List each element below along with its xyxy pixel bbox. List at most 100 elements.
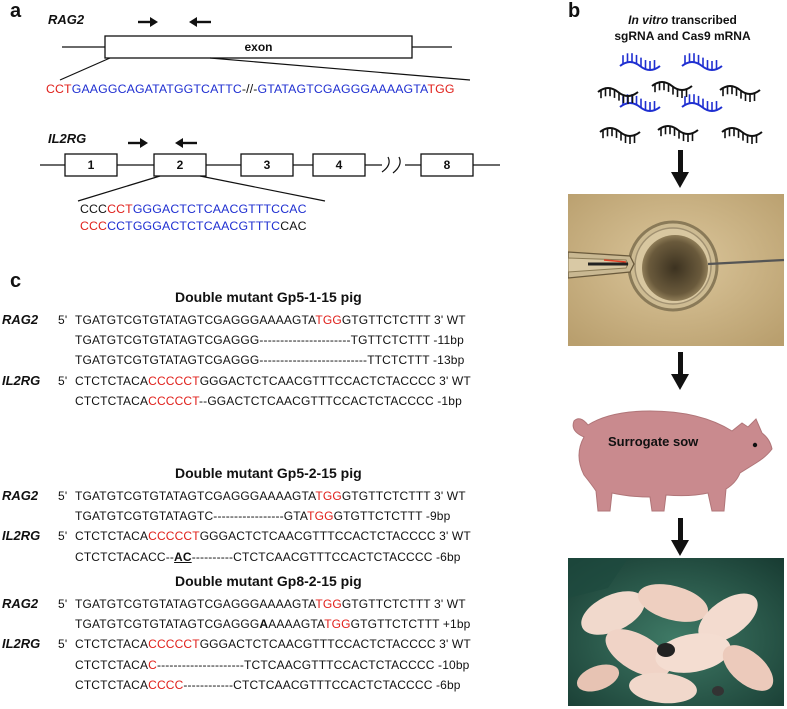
il2rg-exon-8 (420, 153, 474, 177)
embryo-image-graphic (568, 194, 784, 346)
mutant-group-title: Double mutant Gp5-2-15 pig (175, 465, 362, 481)
il2rg-target-sequence-2: CCCCCTGGGACTCTCAACGTTTCCAC (80, 219, 307, 233)
alignment-segment: CCCCCT (148, 393, 200, 408)
cas9-mrna-strand (597, 87, 639, 104)
title-italic: In vitro (628, 13, 669, 27)
rag2-exon-label: exon (244, 40, 273, 54)
cas9-mrna-strand (721, 127, 763, 144)
five-prime-label: 5' (58, 373, 68, 388)
alignment-gene-label: RAG2 (2, 488, 39, 503)
alignment-segment: C (148, 657, 157, 672)
sequence-segment: CCT (46, 82, 72, 96)
alignment-sequence-row: CTCTCTACAC---------------------TCTCAACGT… (75, 658, 470, 672)
cas9-mrna-strand (599, 127, 641, 144)
alignment-gene-label: RAG2 (2, 312, 39, 327)
il2rg-exon-4 (312, 153, 366, 177)
alignment-segment: GGGACTCTCAACGTTTCCACTCTACCCC 3' WT (199, 529, 471, 544)
alignment-segment: GTGTTCTCTTT 3' WT (341, 313, 466, 327)
sequence-segment: CCTGGGACTCTCAACGTTTC (107, 219, 281, 233)
alignment-segment: ---------------------TCTCAACGTTTCCACTCTA… (156, 657, 470, 672)
il2rg-exon-2 (153, 153, 207, 177)
mutant-group-title: Double mutant Gp5-1-15 pig (175, 289, 362, 305)
five-prime-label: 5' (58, 529, 68, 544)
alignment-sequence-row: CTCTCTACACC--AC----------CTCTCAACGTTTCCA… (75, 550, 461, 564)
alignment-segment: CTCTCTACA (75, 393, 149, 408)
down-arrow-3 (671, 518, 689, 556)
alignment-segment: TGATGTCGTGTATAGTCGAGGGAAAAGTA (75, 489, 316, 503)
sgrna-strand (681, 94, 723, 112)
alignment-segment: TGG (307, 509, 334, 524)
il2rg-exon-1 (64, 153, 118, 177)
alignment-segment: TGATGTCGTGTATAGTCGAGGGAAAAGTA (75, 597, 316, 611)
sgrna-cas9-mrna-illustration (597, 53, 763, 144)
alignment-segment: GTGTTCTCTTT -9bp (333, 509, 451, 524)
alignment-segment: CCCCCT (148, 373, 200, 388)
il2rg-zoom-line-left (77, 175, 161, 202)
alignment-segment: GGGACTCTCAACGTTTCCACTCTACCCC 3' WT (199, 373, 471, 388)
sow-eye (752, 442, 758, 448)
il2rg-gene-label: IL2RG (48, 131, 87, 146)
alignment-segment: CTCTCTACA (75, 373, 149, 388)
alignment-segment: TGATGTCGTGTATAGTCGAGGG------------------… (75, 353, 465, 368)
alignment-sequence-row: TGATGTCGTGTATAGTCGAGGGAAAAGTATGGGTGTTCTC… (75, 597, 466, 611)
alignment-segment: ------------CTCTCAACGTTTCCACTCTACCCC -6b… (183, 677, 461, 692)
il2rg-exon-1-label: 1 (87, 158, 95, 172)
alignment-segment: GTGTTCTCTTT +1bp (350, 617, 471, 632)
sgrna-strand (681, 53, 723, 71)
title-line2: sgRNA and Cas9 mRNA (614, 29, 751, 43)
alignment-segment: CTCTCTACA (75, 637, 149, 652)
embryo-microinjection-photo (568, 194, 784, 346)
sequence-segment: CCT (107, 202, 133, 216)
il2rg-exon-3-label: 3 (263, 158, 271, 172)
sequence-segment: -//- (241, 82, 258, 96)
alignment-segment: CCCCCT (148, 637, 200, 652)
surrogate-sow-illustration (572, 410, 773, 512)
alignment-segment: TGG (315, 597, 342, 611)
alignment-segment: A (259, 617, 269, 632)
rag2-target-sequence: CCTGAAGGCAGATATGGTCATTC-//-GTATAGTCGAGGG… (46, 82, 455, 96)
alignment-segment: CCCCCT (148, 529, 200, 544)
alignment-segment: TGATGTCGTGTATAGTC-----------------GTA (75, 509, 308, 524)
title-rest: transcribed (668, 13, 737, 27)
panel-label-c: c (10, 270, 22, 292)
gene-break-mark (381, 156, 401, 174)
sequence-segment: GGGACTCTCAACGTTTCCAC (132, 202, 307, 216)
sequence-segment: TGG (427, 82, 455, 96)
five-prime-label: 5' (58, 637, 68, 652)
alignment-segment: CTCTCTACA (75, 529, 149, 544)
sequence-segment: GAAGGCAGATATGGTCATTC (71, 82, 242, 96)
il2rg-target-sequence-1: CCCCCTGGGACTCTCAACGTTTCCAC (80, 202, 307, 216)
alignment-segment: TGG (315, 313, 342, 327)
sow-body-shape (572, 410, 773, 512)
alignment-segment: CTCTCTACA (75, 677, 149, 692)
alignment-segment: GGGACTCTCAACGTTTCCACTCTACCCC 3' WT (199, 637, 471, 652)
sow-label: Surrogate sow (608, 434, 699, 449)
il2rg-exon-8-label: 8 (443, 158, 451, 172)
down-arrow-1 (671, 150, 689, 188)
alignment-segment: GTGTTCTCTTT 3' WT (341, 489, 466, 503)
rag2-forward-primer-arrow (138, 17, 158, 27)
five-prime-label: 5' (58, 313, 68, 327)
alignment-segment: CTCTCTACACC-- (75, 549, 175, 564)
rag2-zoom-line-left (59, 57, 111, 81)
sequence-segment: CCC (80, 202, 108, 216)
alignment-segment: AAAAGTA (268, 617, 325, 632)
rag2-zoom-line-right (209, 57, 471, 81)
alignment-sequence-row: TGATGTCGTGTATAGTCGAGGGAAAAAGTATGGGTGTTCT… (75, 617, 471, 631)
alignment-segment: GTGTTCTCTTT 3' WT (341, 597, 466, 611)
alignment-sequence-row: TGATGTCGTGTATAGTCGAGGGAAAAGTATGGGTGTTCTC… (75, 489, 466, 503)
il2rg-exon-2-label: 2 (176, 158, 184, 172)
panel-label-a: a (10, 0, 22, 22)
sequence-segment: GTATAGTCGAGGGAAAAGTA (257, 82, 428, 96)
alignment-segment: TGATGTCGTGTATAGTCGAGGGAAAAGTA (75, 313, 316, 327)
sgrna-strand (619, 53, 661, 71)
alignment-gene-label: RAG2 (2, 596, 39, 611)
alignment-sequence-row: TGATGTCGTGTATAGTCGAGGG------------------… (75, 333, 464, 347)
alignment-gene-label: IL2RG (2, 528, 41, 544)
panel-b-title: In vitro transcribed sgRNA and Cas9 mRNA (590, 12, 775, 44)
piglets-image-graphic (568, 558, 784, 706)
gene-structure-diagram (40, 17, 500, 202)
down-arrow-2 (671, 352, 689, 390)
alignment-segment: TGG (324, 617, 351, 632)
alignment-gene-label: IL2RG (2, 372, 41, 388)
